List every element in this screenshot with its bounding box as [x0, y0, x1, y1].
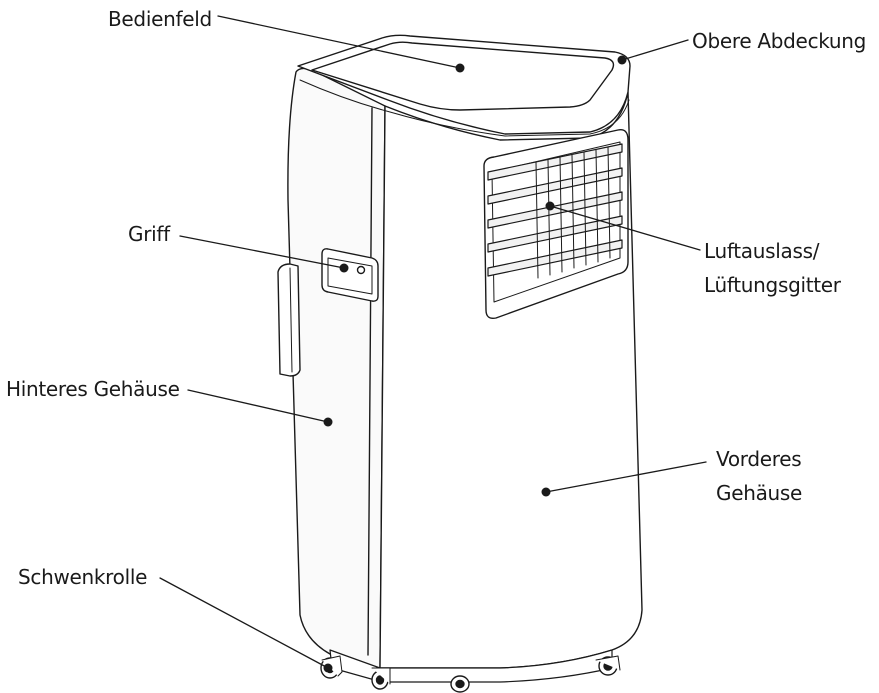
grille-inner [491, 141, 621, 303]
side-duct-edge [289, 267, 293, 373]
leader-vorderes [545, 461, 707, 493]
label-luftauslass-line1: Luftauslass/ [704, 239, 820, 263]
side-duct [277, 263, 301, 377]
leader-schwenkrolle [159, 577, 329, 669]
top-cover-rim [299, 79, 630, 137]
dot-obere-abdeckung [617, 55, 627, 65]
caster-front-left [371, 667, 391, 690]
caster-front-middle [450, 675, 470, 693]
leader-lines [159, 15, 707, 669]
handle-inner [327, 257, 373, 295]
label-schwenkrolle: Schwenkrolle [18, 565, 148, 589]
label-bedienfeld: Bedienfeld [108, 7, 212, 31]
caster-right [595, 655, 621, 676]
grille-louvers [487, 143, 623, 277]
rear-housing-edge [367, 107, 373, 656]
leader-griff [179, 235, 345, 269]
dot-griff [339, 263, 349, 273]
leader-luftauslass [549, 205, 701, 251]
dot-schwenkrolle [323, 663, 333, 673]
dot-luftauslass [545, 201, 555, 211]
label-vorderes-line1: Vorderes [716, 447, 802, 471]
label-obere-abdeckung: Obere Abdeckung [692, 29, 867, 53]
dot-bedienfeld [455, 63, 465, 73]
label-luftauslass-line2: Lüftungsgitter [704, 273, 841, 297]
leader-dots [323, 55, 627, 673]
label-griff: Griff [128, 222, 170, 246]
grille-vanes [535, 146, 611, 279]
dot-vorderes [541, 487, 551, 497]
leader-obere-abdeckung [621, 39, 689, 61]
leader-bedienfeld [217, 15, 461, 69]
control-panel-shape [311, 41, 615, 111]
label-vorderes-line2: Gehäuse [716, 481, 803, 505]
dot-hinteres [323, 417, 333, 427]
label-hinteres-gehaeuse: Hinteres Gehäuse [6, 377, 180, 401]
leader-hinteres [187, 389, 329, 423]
handle-recess [321, 248, 379, 302]
handle-screw [356, 265, 366, 275]
